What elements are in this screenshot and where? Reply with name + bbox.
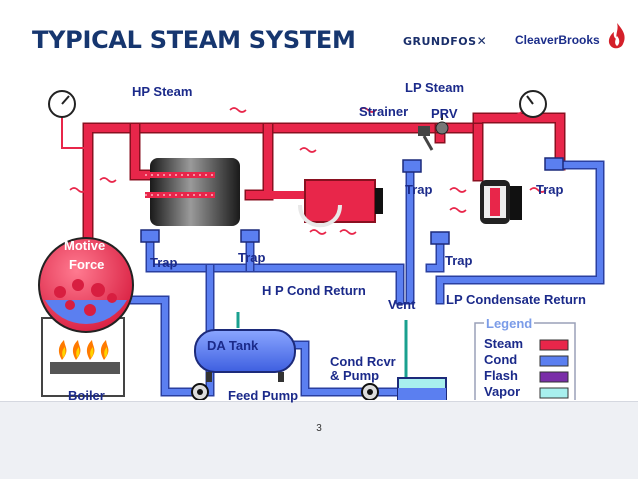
unit-heater <box>480 180 522 224</box>
legend-title: Legend <box>484 316 535 331</box>
hp-cond-return-label: H P Cond Return <box>262 283 366 298</box>
and-pump-label: & Pump <box>330 368 380 383</box>
trap-icons <box>140 157 564 245</box>
legend-cond-swatch <box>539 355 569 367</box>
lp-cond-return-label: LP Condensate Return <box>446 292 586 307</box>
condensate-receiver <box>397 377 447 400</box>
grundfos-logo: GRUNDFOS✕ <box>403 34 487 48</box>
trap-icon-5 <box>544 157 564 171</box>
vent-label: Vent <box>388 297 416 312</box>
cleaverbrooks-logo: CleaverBrooks <box>515 33 600 47</box>
motive-label: Motive <box>64 238 106 253</box>
slide-title: TYPICAL STEAM SYSTEM <box>32 26 356 54</box>
prv-icon <box>435 114 449 135</box>
trap-icon-1 <box>140 229 160 243</box>
cond-rcvr-label: Cond Rcvr <box>330 354 396 369</box>
page-number: 3 <box>316 423 322 434</box>
lp-pressure-gauge-icon <box>519 90 547 118</box>
lp-steam-label: LP Steam <box>405 80 465 95</box>
heat-exchanger <box>145 158 240 226</box>
grundfos-x-icon: ✕ <box>476 34 488 48</box>
prv-label: PRV <box>431 106 458 121</box>
legend-vapor-swatch <box>539 387 569 399</box>
trap-label-1: Trap <box>150 255 178 270</box>
trap-label-2: Trap <box>238 250 266 265</box>
footer-divider <box>0 401 638 402</box>
feed-pump-label: Feed Pump <box>228 388 299 403</box>
pressure-gauge-icon <box>48 90 76 118</box>
vapor-lines <box>236 312 408 378</box>
grundfos-logo-text: GRUNDFOS <box>403 35 477 48</box>
cond-pump-icon <box>361 383 379 400</box>
condensate-lines <box>125 160 605 397</box>
legend-flash-swatch <box>539 371 569 383</box>
legend-cond-label: Cond <box>484 352 518 367</box>
feed-pump-icon <box>191 383 209 400</box>
boiler-label: Boiler <box>68 388 105 403</box>
da-tank-label: DA Tank <box>207 338 259 353</box>
trap-label-4: Trap <box>445 253 473 268</box>
force-label: Force <box>69 257 105 272</box>
legend-flash-label: Flash <box>484 368 518 383</box>
boiler <box>38 237 134 397</box>
strainer-label: Strainer <box>359 104 409 119</box>
legend-vapor-label: Vapor <box>484 384 521 399</box>
trap-icon-2 <box>240 229 260 243</box>
process-press <box>298 179 383 228</box>
trap-label-5: Trap <box>536 182 564 197</box>
cleaverbrooks-logo-text: CleaverBrooks <box>515 33 600 47</box>
burner-flame-icons <box>58 340 109 360</box>
trap-icon-3 <box>402 159 422 173</box>
da-tank <box>194 329 296 382</box>
strainer-icon <box>418 126 434 151</box>
footer-band <box>0 401 638 479</box>
cleaverbrooks-flame-icon <box>608 23 625 49</box>
hp-steam-label: HP Steam <box>132 84 193 99</box>
steam-system-diagram <box>38 90 605 400</box>
legend-steam-label: Steam <box>484 336 524 351</box>
trap-icon-4 <box>430 231 450 245</box>
trap-label-3: Trap <box>405 182 433 197</box>
legend-steam-swatch <box>539 339 569 351</box>
heat-wave-icons <box>69 107 547 235</box>
